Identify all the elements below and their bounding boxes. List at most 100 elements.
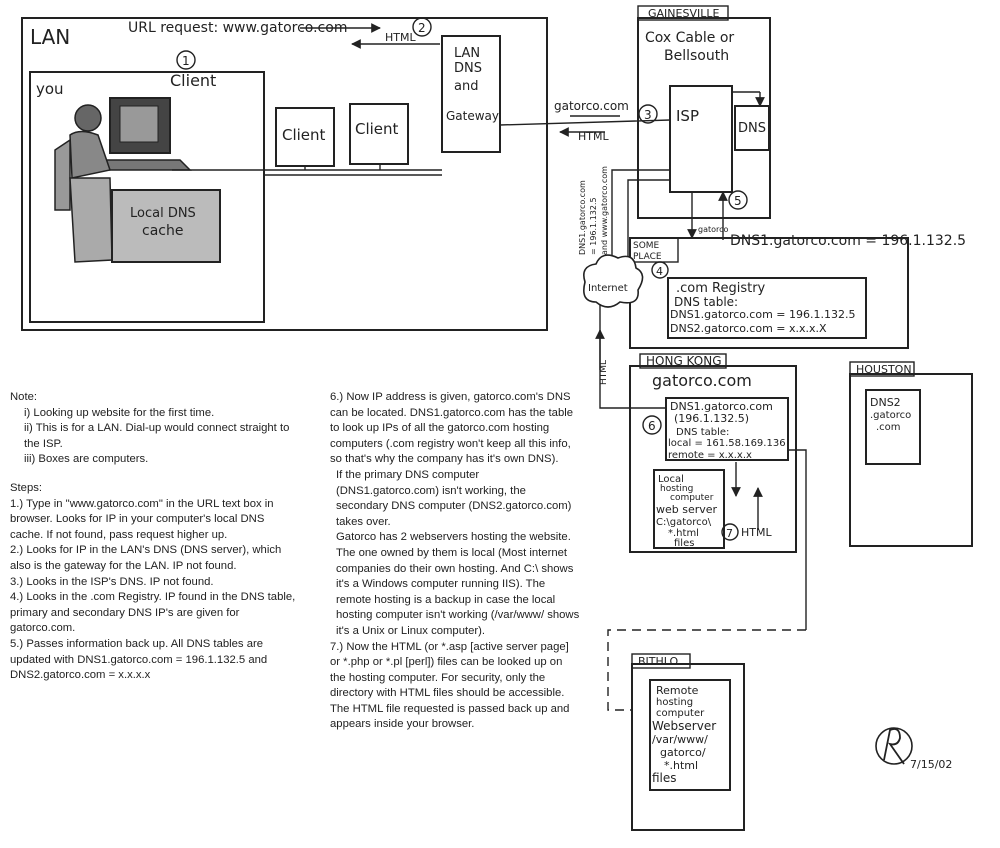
bithlo-remote-1: Remote: [656, 684, 699, 697]
hk-path-2: *.html: [668, 528, 699, 539]
hk-local-hosting-3: computer: [670, 493, 714, 503]
someplace-label-2: PLACE: [633, 252, 662, 262]
note-2: ii) This is for a LAN. Dial-up would con…: [24, 422, 290, 450]
bithlo-path-3: *.html: [664, 759, 698, 772]
step-6-text: 6.) Now IP address is given, gatorco.com…: [330, 391, 574, 466]
step-4-number: 4: [656, 265, 663, 278]
step-5-number: 5: [734, 194, 742, 208]
bithlo-remote-3: computer: [656, 708, 705, 719]
registry-dns1-entry: DNS1.gatorco.com = 196.1.132.5: [670, 308, 856, 321]
gateway-line-4: Gateway: [446, 109, 499, 123]
hk-dns1-line1: DNS1.gatorco.com: [670, 400, 773, 413]
url-request-label: URL request: www.gatorco.com: [128, 20, 347, 36]
client-box-2: [349, 103, 409, 165]
registry-dns2-entry: DNS2.gatorco.com = x.x.x.X: [670, 322, 827, 335]
isp-internet-link-2: [627, 179, 670, 262]
hongkong-title: gatorco.com: [652, 371, 752, 390]
provider-line-2: Bellsouth: [664, 48, 729, 64]
signature-mark: [875, 727, 913, 765]
bithlo-path-1: /var/www/: [652, 733, 708, 746]
bithlo-path-2: gatorco/: [660, 746, 706, 759]
person-at-computer-sketch: [54, 97, 192, 263]
bithlo-files: files: [652, 771, 677, 785]
step-4-text: 4.) Looks in the .com Registry. IP found…: [10, 591, 296, 635]
hk-local-hosting-1: Local: [658, 474, 684, 485]
step-6-secondary-text: If the primary DNS computer (DNS1.gatorc…: [336, 468, 572, 528]
com-registry-box: [667, 277, 867, 339]
isp-internet-link: [611, 169, 670, 262]
step-5-text: 5.) Passes information back up. All DNS …: [10, 637, 268, 682]
local-hosting-box: [653, 469, 725, 549]
gateway-line-1: LAN: [454, 46, 480, 61]
client-box-1-label: Client: [282, 126, 326, 144]
signature-date: 7/15/02: [910, 758, 952, 771]
step-7-number: 7: [726, 527, 733, 540]
step-1-number: 1: [182, 54, 190, 68]
lan-dns-gateway-box: [441, 35, 501, 153]
lan-region: [21, 17, 548, 331]
houston-region: [849, 373, 973, 547]
you-box: [29, 71, 265, 323]
isp-html-label: HTML: [578, 130, 609, 143]
hk-web-server: web server: [656, 503, 718, 516]
lan-html-label: HTML: [385, 31, 416, 44]
someplace-tab: [629, 237, 679, 263]
hk-path-3: files: [674, 538, 694, 549]
isp-label: ISP: [676, 107, 699, 125]
internet-cloud: [583, 254, 644, 308]
isp-dns-label: DNS: [738, 121, 766, 136]
hk-dns-table-label: DNS table:: [676, 427, 729, 438]
notes-column: Note: i) Looking up website for the firs…: [10, 390, 300, 684]
internet-label: Internet: [588, 283, 628, 294]
houston-tab: [849, 361, 915, 377]
hongkong-label: HONG KONG: [646, 354, 722, 368]
step-3-number: 3: [644, 108, 652, 122]
gateway-line-2: DNS: [454, 61, 482, 76]
note-1: i) Looking up website for the first time…: [24, 406, 215, 419]
hongkong-region: [629, 365, 797, 553]
bithlo-webserver: Webserver: [652, 719, 716, 733]
step-2-number: 2: [418, 21, 426, 35]
isp-box: [669, 85, 733, 193]
local-dns-cache-computer: [111, 189, 221, 263]
internet-side-2: = 196.1.132.5: [589, 197, 598, 255]
note-3: iii) Boxes are computers.: [24, 453, 149, 466]
houston-dns2-3: .com: [876, 422, 901, 433]
internet-html-label: HTML: [599, 360, 609, 385]
hk-remote-link: [788, 449, 807, 630]
internet-side-3: and www.gatorco.com: [600, 166, 609, 255]
step-2-text: 2.) Looks for IP in the LAN's DNS (DNS s…: [10, 544, 282, 572]
bithlo-remote-2: hosting: [656, 697, 693, 708]
gainesville-label: GAINESVILLE: [648, 7, 719, 20]
hk-local-entry: local = 161.58.169.136: [668, 438, 786, 449]
internet-side-1: DNS1.gatorco.com: [578, 180, 587, 255]
gatorco-link-label: gatorco.com: [554, 99, 629, 113]
local-dns-label: Local DNS: [130, 206, 196, 221]
registry-dns-table-label: DNS table:: [674, 295, 738, 309]
hk-remote-entry: remote = x.x.x.x: [668, 450, 752, 461]
hongkong-tab: [639, 353, 727, 369]
houston-dns2-2: .gatorco: [870, 410, 911, 421]
client-label: Client: [170, 71, 216, 90]
step-6-number: 6: [648, 419, 656, 433]
step-7-text: 7.) Now the HTML (or *.asp [active serve…: [330, 640, 570, 731]
hk-dns1-line2: (196.1.132.5): [674, 412, 749, 425]
you-label: you: [36, 80, 64, 98]
hk-html-label: HTML: [741, 526, 772, 539]
step-3-text: 3.) Looks in the ISP's DNS. IP not found…: [10, 575, 214, 588]
hk-local-hosting-2: hosting: [660, 484, 693, 494]
step-6-hosting-text: Gatorco has 2 webservers hosting the web…: [336, 531, 580, 637]
query-line-1: gatorco: [698, 225, 729, 234]
dns1-result: DNS1.gatorco.com = 196.1.132.5: [730, 233, 966, 249]
lan-label: LAN: [30, 25, 70, 49]
step-5-marker: [728, 190, 748, 210]
registry-title: .com Registry: [676, 281, 766, 296]
bithlo-label: BITHLO: [638, 655, 679, 668]
client-box-2-label: Client: [355, 120, 399, 138]
step-1-marker: [176, 50, 196, 70]
gateway-line-3: and: [454, 79, 478, 94]
step-1-text: 1.) Type in "www.gatorco.com" in the URL…: [10, 497, 274, 541]
houston-label: HOUSTON: [856, 363, 912, 376]
provider-line-1: Cox Cable or: [645, 30, 734, 46]
